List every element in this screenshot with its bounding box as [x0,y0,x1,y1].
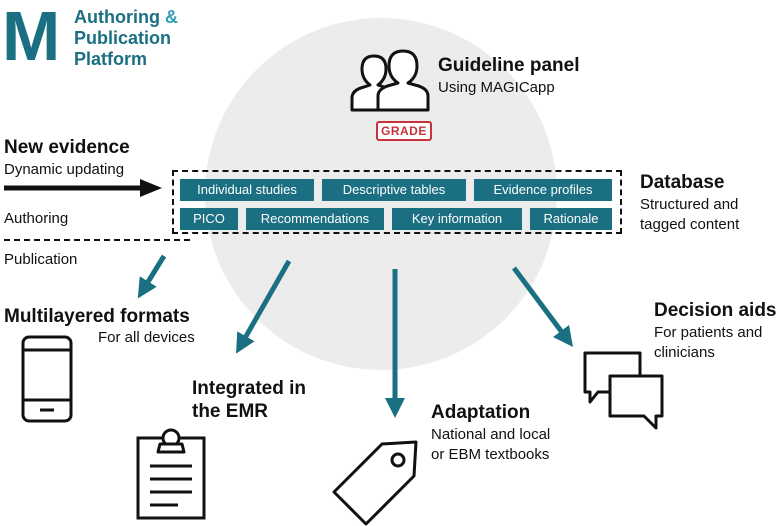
tag-descriptive-tables: Descriptive tables [322,179,466,201]
arrow-to-multilayered [137,254,167,299]
logo-letter: M [2,0,60,75]
logo-line1: Authoring [74,7,160,27]
guideline-panel-title: Guideline panel [438,55,580,76]
arrow-to-decision-aids [511,266,573,348]
logo-line3: Platform [74,49,148,69]
database-subtitle-1: Structured and [640,196,739,213]
emr-title-2: the EMR [192,401,268,422]
database-subtitle-2: tagged content [640,216,740,233]
logo-line2: Publication [74,28,172,48]
tag-pico: PICO [180,208,238,230]
adaptation-title: Adaptation [431,402,531,423]
decision-aids-title: Decision aids [654,300,777,321]
database-title: Database [640,172,725,193]
tag-individual-studies: Individual studies [180,179,314,201]
multilayered-title: Multilayered formats [4,306,190,327]
publication-label: Publication [4,251,78,268]
emr-title-1: Integrated in [192,378,307,399]
adaptation-subtitle-1: National and local [431,426,551,443]
clipboard-icon [136,428,206,520]
chat-bubbles-icon [583,351,664,430]
logo-amp: & [165,7,178,27]
tag-key-information: Key information [392,208,522,230]
people-icon [350,49,430,112]
tag-recommendations: Recommendations [246,208,384,230]
grade-badge: GRADE [376,121,432,141]
phone-icon [21,335,73,423]
authoring-label: Authoring [4,210,69,227]
new-evidence-arrow [4,179,162,197]
tag-rationale: Rationale [530,208,612,230]
tag-icon [332,440,418,526]
new-evidence-subtitle: Dynamic updating [4,161,125,178]
decision-aids-subtitle-1: For patients and [654,324,763,341]
guideline-panel-subtitle: Using MAGICapp [438,79,555,96]
new-evidence-title: New evidence [4,137,130,158]
tag-evidence-profiles: Evidence profiles [474,179,612,201]
stage-divider [4,239,190,241]
database-box [172,170,622,234]
multilayered-subtitle: For all devices [98,329,195,346]
arrow-to-emr [236,259,292,354]
adaptation-subtitle-2: or EBM textbooks [431,446,550,463]
logo-text: Authoring & Publication Platform [74,7,178,70]
decision-aids-subtitle-2: clinicians [654,344,715,361]
